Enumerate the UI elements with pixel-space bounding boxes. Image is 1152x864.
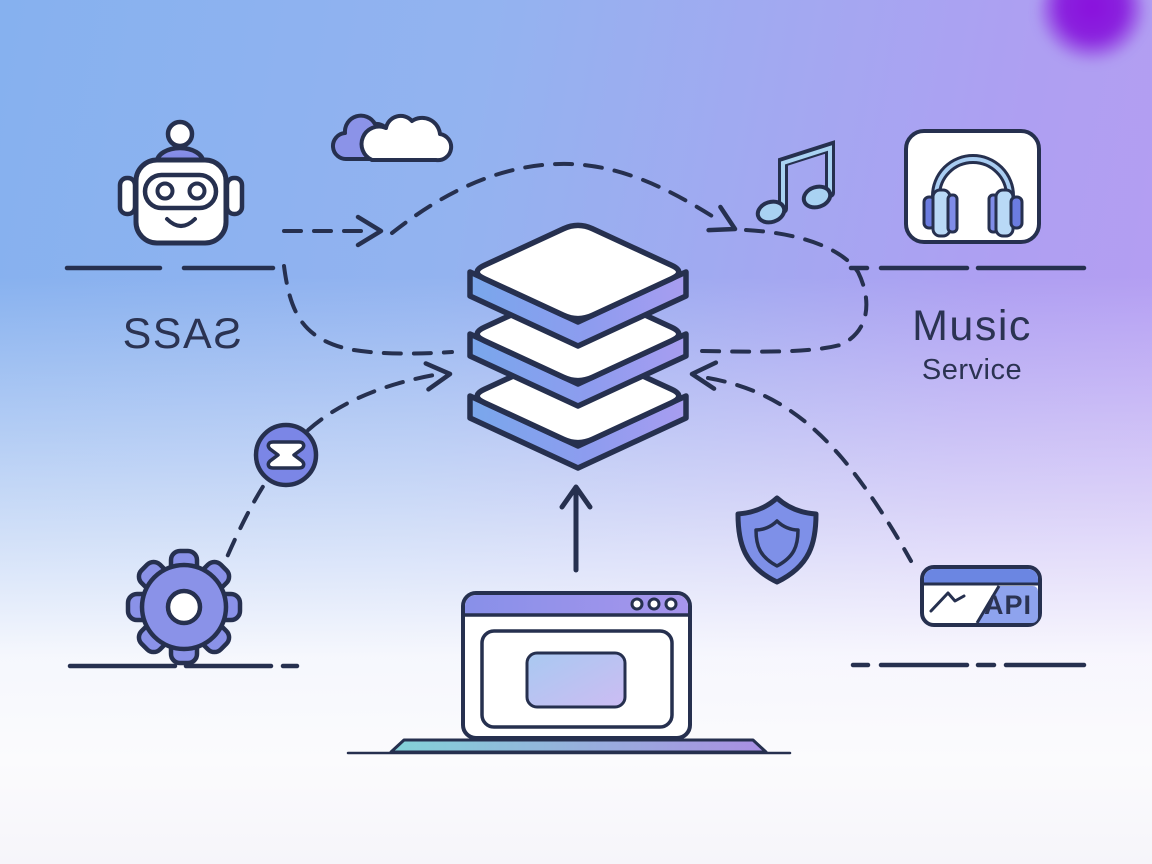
shield-inner [754, 519, 800, 568]
flow-api-to-stack [706, 376, 913, 563]
api-chart-badge-icon: API [920, 565, 1042, 627]
hourglass-badge-icon [253, 422, 319, 488]
gear-icon [125, 548, 243, 666]
window-dot-2 [647, 597, 661, 611]
flow-note-to-stack-right [700, 228, 869, 354]
laptop-base [389, 738, 768, 754]
robot-eye-right [187, 181, 207, 201]
shield-icon [735, 495, 819, 585]
flow-robot-to-music-arc [390, 161, 722, 235]
arrowhead-right-icon [355, 214, 384, 248]
music-note-icon [755, 140, 835, 225]
upload-arrowhead-icon [559, 484, 593, 510]
laptop-browser-icon [346, 484, 792, 755]
robot-ear-left [117, 175, 138, 217]
music-service-title: Music [912, 302, 1032, 350]
headphones-icon [922, 154, 1024, 238]
cloud-front [359, 113, 454, 163]
chart-line-icon [929, 591, 966, 613]
hourglass-icon [266, 440, 306, 470]
screen-content-block [525, 651, 627, 709]
flow-saas-to-stack-left [282, 264, 454, 356]
api-badge-panel [977, 586, 1038, 623]
window-dot-1 [630, 597, 644, 611]
window-dot-3 [664, 597, 678, 611]
gear-hole [165, 588, 203, 626]
api-badge-label: API [984, 590, 1032, 620]
arrowhead-stack-left-icon [423, 361, 453, 392]
stack-layers-icon [467, 222, 689, 471]
robot-eye-left [155, 181, 175, 201]
arrowhead-stack-right-icon [689, 360, 719, 391]
arrowhead-arc-icon [706, 204, 738, 233]
robot-ear-right [224, 175, 245, 217]
music-service-subtitle: Service [922, 354, 1022, 386]
robot-smile [165, 217, 197, 228]
saas-label: SSAƧ [123, 310, 244, 358]
robot-icon [117, 119, 245, 246]
headphones-card [904, 129, 1041, 244]
cloud-icon [331, 113, 454, 163]
api-badge-topstrip [924, 569, 1038, 583]
flow-gear-to-stack [214, 373, 436, 585]
